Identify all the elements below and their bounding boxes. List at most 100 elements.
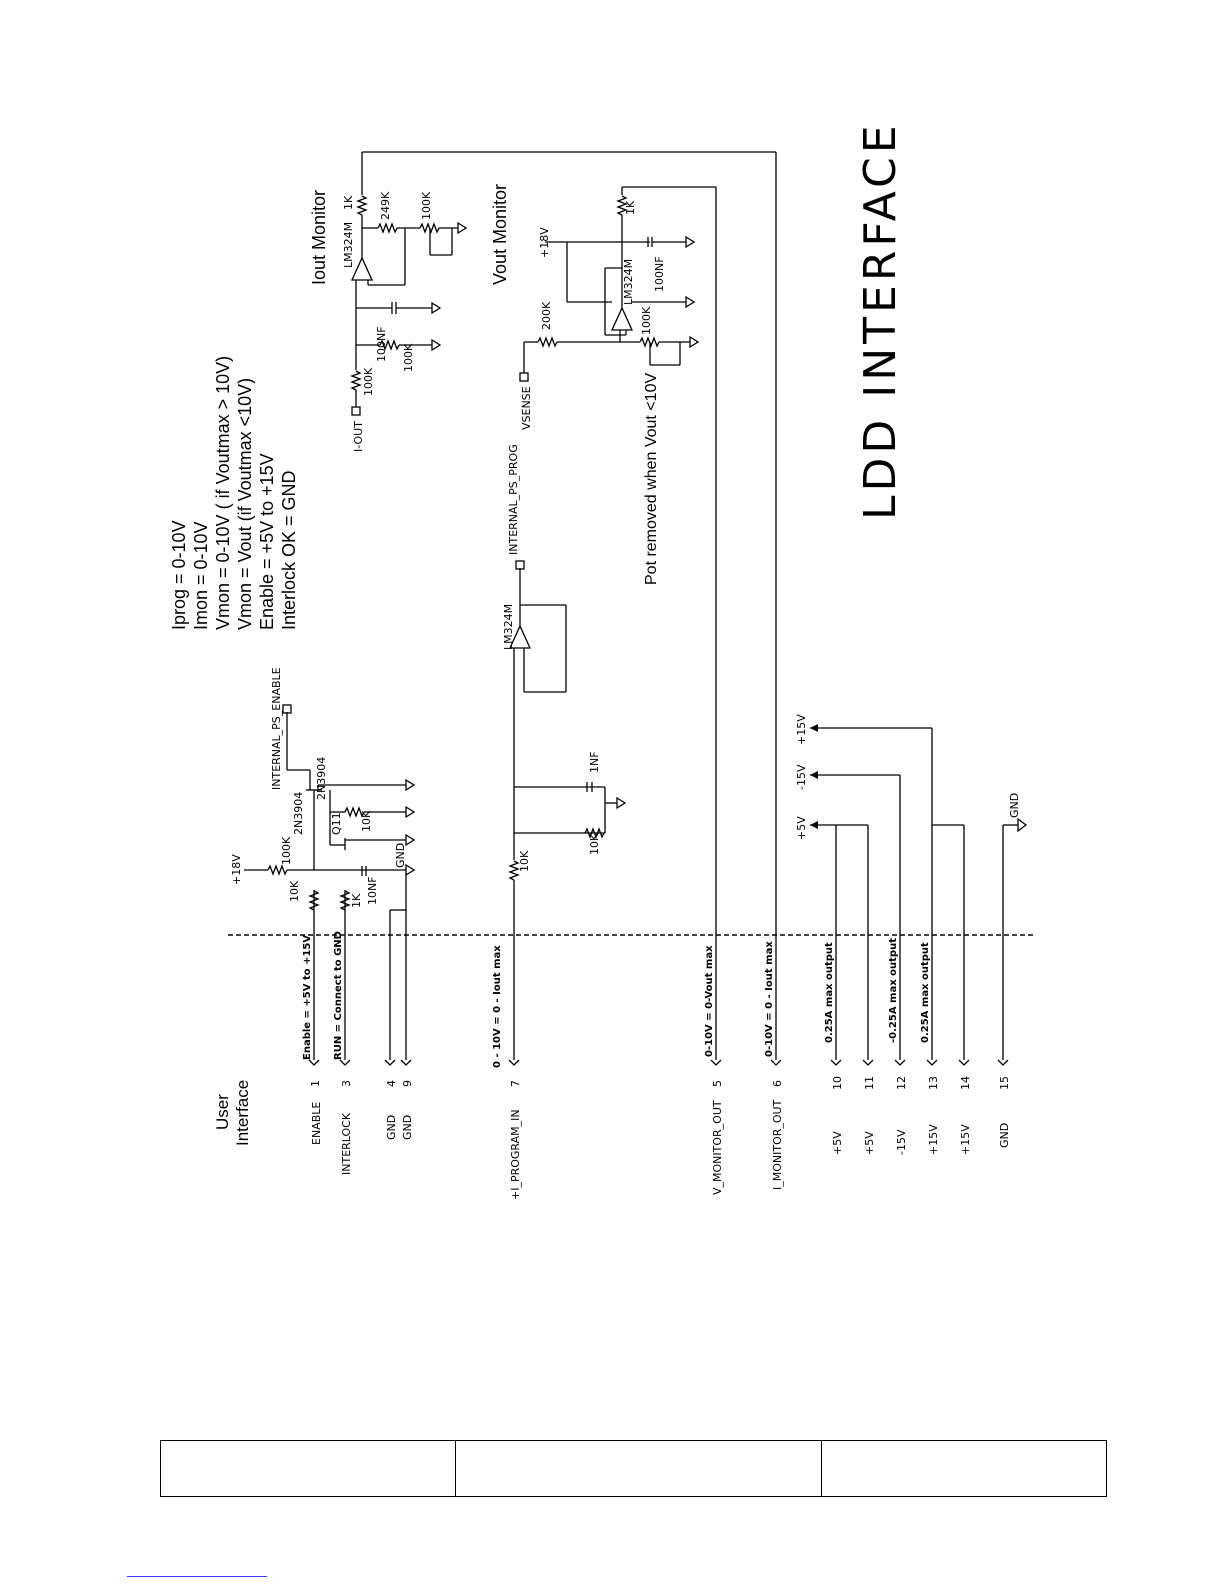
note-imon: Imon = 0-10V: [191, 521, 211, 630]
q11-label: Q11: [330, 812, 343, 835]
imon-r-out-label: 1K: [342, 195, 355, 210]
resistor-10k-enable: [308, 890, 320, 911]
pin-6-chevron: [770, 1059, 782, 1066]
pin-13-chevron: [926, 1059, 938, 1066]
gnd-icon-prog: [616, 796, 627, 810]
pin-10-number: 10: [831, 1076, 844, 1090]
pin-7-number: 7: [509, 1080, 522, 1087]
gnd-icon-imon-2: [431, 301, 442, 315]
note-iprog: Iprog = 0-10V: [169, 520, 189, 630]
prog-fb-r-label: 10K: [588, 833, 601, 855]
pin-6-desc: 0-10V = 0 - Iout max: [764, 941, 775, 1057]
imon-r-gnd-label: 100K: [402, 343, 415, 372]
note-interlock: Interlock OK = GND: [279, 470, 299, 630]
rail-p15v-label: +15V: [795, 714, 808, 745]
resistor-imon-gnd: [379, 339, 400, 351]
resistor-imon-fb: [377, 222, 398, 234]
pin-1-name: ENABLE: [310, 1102, 323, 1145]
imon-opamp-icon: [350, 256, 374, 281]
gnd-icon-4: [405, 863, 416, 877]
pot-removed-note: Pot removed when Vout <10V: [643, 373, 660, 585]
vsense-port-icon: [519, 372, 529, 382]
pin-14-chevron: [958, 1059, 970, 1066]
pin-5-desc: 0-10V = 0-Vout max: [704, 945, 715, 1057]
prog-cap-label: 1NF: [588, 751, 601, 773]
resistor-vmon-in: [537, 336, 558, 348]
ps-prog-label: INTERNAL_PS_PROG: [507, 444, 520, 555]
pin-5-chevron: [710, 1059, 722, 1066]
pin-3-desc: RUN = Connect to GND: [333, 931, 344, 1060]
vmon-opamp-label: LM324M: [622, 259, 635, 305]
gnd-icon-2: [405, 805, 416, 819]
vmon-r-out-label: 1K: [624, 200, 637, 215]
gnd-icon-imon-1: [431, 338, 442, 352]
pin-1-number: 1: [309, 1080, 322, 1087]
prog-opamp-icon: [508, 624, 532, 649]
user-interface-label: User Interface: [213, 1080, 252, 1146]
enable-r1-label: 10K: [288, 880, 301, 902]
pin-4-name: GND: [385, 1115, 398, 1140]
title-block-cell-1: [160, 1440, 456, 1497]
pin-4-chevron: [384, 1059, 396, 1066]
supply-18v-label: +18V: [230, 854, 243, 885]
gnd-label: GND: [394, 843, 407, 868]
pin-5-number: 5: [711, 1080, 724, 1087]
pin-6-number: 6: [771, 1080, 784, 1087]
pin-3-name: INTERLOCK: [340, 1112, 353, 1175]
r-q-label: 10K: [360, 810, 373, 832]
gnd-icon-vmon-1: [689, 335, 700, 349]
svg-text:Interface: Interface: [233, 1080, 252, 1146]
note-vmon-high: Vmon = 0-10V ( if Voutmax > 10V): [213, 356, 233, 630]
gnd-icon-3: [405, 833, 416, 847]
pin-7-name: +I_PROGRAM_IN: [509, 1109, 522, 1200]
pin-11-number: 11: [863, 1076, 876, 1090]
resistor-10k-prog: [508, 860, 520, 881]
vmon-cap-label: 100NF: [653, 256, 666, 292]
vmon-opamp-icon: [610, 306, 634, 331]
p5v-arrow-icon: [810, 821, 818, 829]
ps-enable-label: INTERNAL_PS_ENABLE: [270, 667, 283, 790]
interlock-r-label: 1K: [350, 893, 363, 908]
imon-r-fb-label: 249K: [379, 191, 392, 220]
iout-monitor-circuit: I-OUT 100K 100K 100NF LM324M 249K 100K: [342, 151, 776, 452]
vout-monitor-heading: Vout Monitor: [490, 184, 510, 285]
pin-6-name: I_MONITOR_OUT: [771, 1099, 784, 1190]
vmon-supply-label: +18V: [538, 227, 551, 258]
pin-13-name: +15V: [927, 1124, 940, 1155]
m15v-arrow-icon: [810, 771, 818, 779]
pin-5-name: V_MONITOR_OUT: [711, 1100, 724, 1195]
note-enable: Enable = +5V to +15V: [257, 453, 277, 630]
cap-10nf-label: 10NF: [366, 876, 379, 905]
resistor-10k-fb: [584, 827, 605, 839]
resistor-1k-interlock: [339, 890, 351, 911]
i-out-port-icon: [351, 406, 361, 416]
pin-3-number: 3: [340, 1080, 353, 1087]
prog-r-label: 10K: [518, 850, 531, 872]
pin-12-chevron: [894, 1059, 906, 1066]
title-block-cell-3: [821, 1440, 1107, 1497]
pin-14-number: 14: [959, 1076, 972, 1090]
prog-opamp-label: LM324M: [502, 604, 515, 650]
imon-cap-label: 100NF: [375, 326, 388, 362]
pin-10-chevron: [830, 1059, 842, 1066]
title-block-cell-2: [455, 1440, 822, 1497]
vout-monitor-circuit: VSENSE 200K 100K LM324M +18V 100NF 1K: [519, 186, 717, 430]
pin-9-chevron: [400, 1059, 412, 1066]
pin-7-chevron: [508, 1059, 520, 1066]
ps-prog-port-icon: [515, 560, 525, 570]
resistor-10k-q: [344, 806, 365, 818]
gnd-icon-vmon-3: [685, 295, 696, 309]
pin-4-number: 4: [385, 1080, 398, 1087]
p15v-arrow-icon: [810, 724, 818, 732]
pin-9-number: 9: [401, 1080, 414, 1087]
spec-notes: Iprog = 0-10V Imon = 0-10V Vmon = 0-10V …: [169, 356, 299, 630]
enable-r2-label: 100K: [280, 836, 293, 865]
diagram-title: LDD INTERFACE: [855, 121, 906, 520]
pin-15-chevron: [997, 1059, 1009, 1066]
imon-r-in-label: 100K: [362, 367, 375, 396]
iout-monitor-heading: Iout Monitor: [309, 190, 329, 285]
pin-13-number: 13: [927, 1076, 940, 1090]
imon-pot-label: 100K: [420, 191, 433, 220]
pin-11-name: +5V: [863, 1131, 876, 1155]
